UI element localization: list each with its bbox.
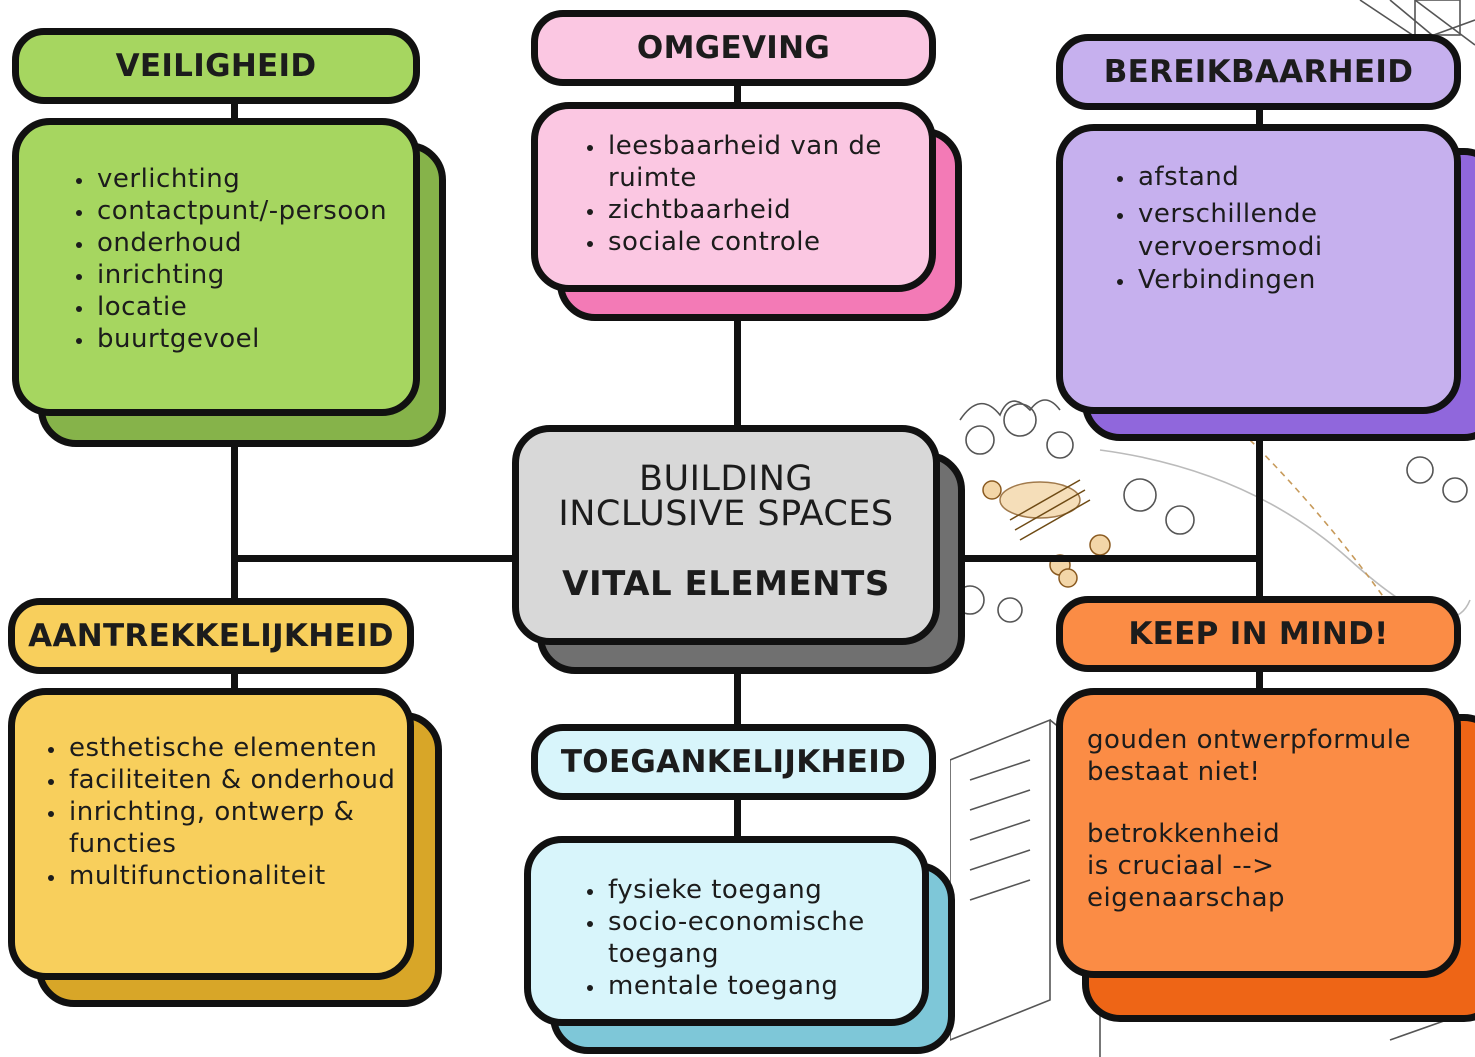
veiligheid-title: VEILIGHEID [12,28,420,104]
center-title-line1: BUILDING [638,459,813,499]
center-card: BUILDING INCLUSIVE SPACES VITAL ELEMENTS [512,425,940,645]
connector-right-horizontal [955,555,1263,562]
list-item: Verbindingen [1136,264,1454,297]
list-item: zichtbaarheid [606,194,929,226]
veiligheid-list: verlichting contactpunt/-persoon onderho… [19,163,413,355]
keep-in-mind-line: is cruciaal --> [1087,851,1275,881]
keep-in-mind-line: bestaat niet! [1087,757,1261,787]
list-item: socio-economische toegang [606,906,922,970]
keep-in-mind-card: gouden ontwerpformule bestaat niet! betr… [1056,688,1461,978]
connector-left-horizontal [231,555,521,562]
list-item: inrichting [95,259,413,291]
toegankelijkheid-card: fysieke toegang socio-economische toegan… [524,836,929,1026]
bereikbaarheid-title: BEREIKBAARHEID [1056,34,1461,110]
list-item: mentale toegang [606,970,922,1002]
list-item: verlichting [95,163,413,195]
veiligheid-card: verlichting contactpunt/-persoon onderho… [12,118,420,416]
list-item: sociale controle [606,226,929,258]
list-item: faciliteiten & onderhoud [67,764,407,796]
list-item: inrichting, ontwerp & functies [67,796,407,860]
center-subtitle: VITAL ELEMENTS [562,564,890,604]
keep-in-mind-line: gouden ontwerpformule [1087,725,1411,755]
list-item: contactpunt/-persoon [95,195,413,227]
omgeving-list: leesbaarheid van de ruimte zichtbaarheid… [538,130,929,258]
list-item: afstand [1136,161,1454,194]
list-item: onderhoud [95,227,413,259]
list-item: esthetische elementen [67,732,407,764]
omgeving-title: OMGEVING [531,10,936,86]
list-item: leesbaarheid van de ruimte [606,130,929,194]
list-item: locatie [95,291,413,323]
toegankelijkheid-title: TOEGANKELIJKHEID [531,724,936,800]
aantrekkelijkheid-title: AANTREKKELIJKHEID [8,598,414,674]
bereikbaarheid-list: afstand verschillende vervoersmodi Verbi… [1063,161,1454,297]
bereikbaarheid-card: afstand verschillende vervoersmodi Verbi… [1056,124,1461,414]
list-item: fysieke toegang [606,874,922,906]
list-item: verschillende vervoersmodi [1136,198,1454,264]
list-item: multifunctionaliteit [67,860,407,892]
keep-in-mind-spacer [1087,788,1454,818]
keep-in-mind-line: betrokkenheid [1087,819,1281,849]
omgeving-card: leesbaarheid van de ruimte zichtbaarheid… [531,102,936,292]
aantrekkelijkheid-list: esthetische elementen faciliteiten & ond… [15,732,407,892]
list-item: buurtgevoel [95,323,413,355]
center-title: BUILDING INCLUSIVE SPACES [558,462,893,532]
center-title-line2: INCLUSIVE SPACES [558,494,894,534]
aantrekkelijkheid-card: esthetische elementen faciliteiten & ond… [8,688,414,980]
toegankelijkheid-list: fysieke toegang socio-economische toegan… [531,874,922,1002]
keep-in-mind-title: KEEP IN MIND! [1056,596,1461,672]
keep-in-mind-line: eigenaarschap [1087,883,1286,913]
